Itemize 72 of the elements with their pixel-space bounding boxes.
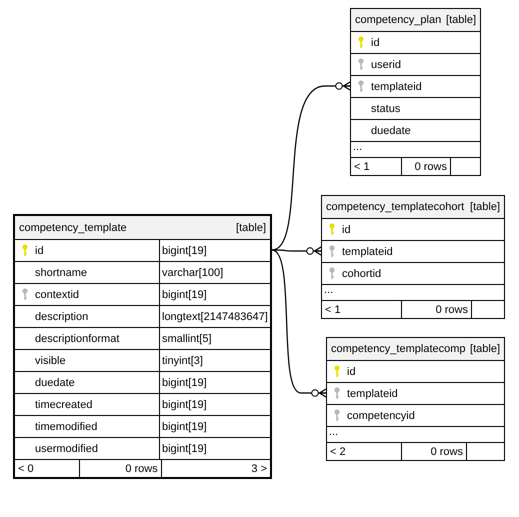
column-name: descriptionformat bbox=[35, 332, 120, 344]
column-type: longtext[2147483647] bbox=[159, 306, 270, 327]
column-name: id bbox=[35, 244, 45, 256]
column-type: smallint[5] bbox=[159, 328, 270, 349]
column-name: status bbox=[371, 102, 402, 114]
column-row bbox=[15, 349, 270, 371]
table-name: competency_templatecohort bbox=[326, 201, 464, 213]
table-footer bbox=[327, 442, 504, 460]
column-type: varchar[100] bbox=[159, 262, 270, 283]
column-row bbox=[15, 283, 270, 305]
relationship-connector bbox=[272, 249, 327, 398]
footer-cell-text: < 1 bbox=[353, 160, 371, 174]
relationship-connector bbox=[272, 81, 351, 251]
footer-cell: 0 rows bbox=[79, 460, 161, 477]
table-box bbox=[13, 214, 272, 479]
table-type-tag: [table] bbox=[470, 343, 500, 355]
column-type: bigint[19] bbox=[159, 394, 270, 415]
footer-cell-text: < 2 bbox=[329, 444, 347, 460]
table-type-tag: [table] bbox=[236, 222, 266, 234]
column-row bbox=[15, 371, 270, 393]
table-type-tag: [table] bbox=[446, 14, 476, 26]
column-row bbox=[15, 437, 270, 459]
ellipsis-text: ... bbox=[323, 285, 334, 296]
relationship-connector bbox=[272, 246, 322, 256]
table-name: competency_plan bbox=[355, 14, 442, 26]
footer-cell: 0 rows bbox=[401, 158, 450, 175]
column-type: bigint[19] bbox=[159, 240, 270, 261]
column-type: bigint[19] bbox=[159, 372, 270, 393]
column-row bbox=[15, 239, 270, 261]
column-row bbox=[15, 327, 270, 349]
column-name: templateid bbox=[371, 80, 423, 92]
footer-cell: 3 > bbox=[160, 460, 270, 477]
column-name: visible bbox=[35, 354, 67, 366]
footer-cell-text: < 0 bbox=[17, 462, 35, 476]
table-box bbox=[326, 337, 505, 461]
table-box bbox=[350, 8, 481, 176]
column-name: competencyid bbox=[347, 410, 416, 422]
footer-cell: 0 rows bbox=[401, 301, 471, 318]
column-name: duedate bbox=[35, 376, 76, 388]
column-row bbox=[15, 393, 270, 415]
column-name: timemodified bbox=[35, 420, 98, 432]
table-name: competency_templatecomp bbox=[331, 343, 466, 355]
column-row bbox=[15, 415, 270, 437]
column-name: templateid bbox=[342, 246, 394, 258]
column-name: duedate bbox=[371, 124, 412, 136]
column-name: templateid bbox=[347, 388, 399, 400]
column-type: bigint[19] bbox=[159, 284, 270, 305]
column-type: bigint[19] bbox=[159, 416, 270, 437]
column-name: id bbox=[347, 366, 357, 378]
column-name: cohortid bbox=[342, 268, 382, 280]
column-name: timecreated bbox=[35, 398, 94, 410]
column-name: shortname bbox=[35, 266, 88, 278]
column-name: userid bbox=[371, 58, 402, 70]
column-name: id bbox=[342, 224, 352, 236]
column-name: description bbox=[35, 310, 90, 322]
column-name: contextid bbox=[35, 288, 80, 300]
table-footer bbox=[351, 157, 480, 175]
footer-cell: 0 rows bbox=[401, 443, 466, 460]
table-type-tag: [table] bbox=[470, 201, 500, 213]
column-type: bigint[19] bbox=[159, 438, 270, 459]
column-row bbox=[15, 305, 270, 327]
table-box bbox=[321, 195, 505, 319]
column-name: id bbox=[371, 36, 381, 48]
ellipsis-text: ... bbox=[352, 142, 364, 153]
table-name: competency_template bbox=[19, 222, 127, 234]
column-type: tinyint[3] bbox=[159, 350, 270, 371]
column-row bbox=[15, 261, 270, 283]
table-footer bbox=[15, 459, 270, 477]
ellipsis-text: ... bbox=[328, 427, 340, 438]
column-name: usermodified bbox=[35, 442, 99, 454]
footer-cell-text: < 1 bbox=[324, 302, 342, 318]
table-footer bbox=[322, 300, 504, 318]
